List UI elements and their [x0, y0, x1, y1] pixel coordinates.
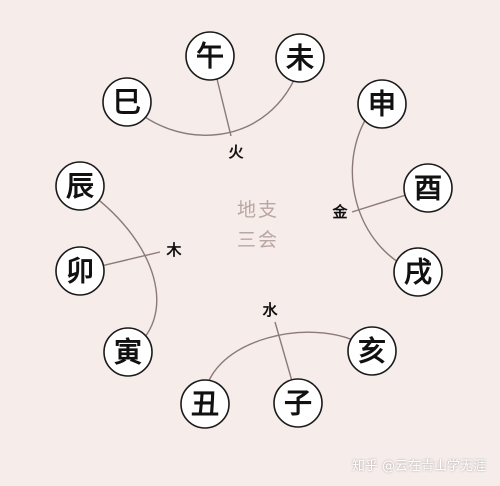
branch-node-chou: 丑	[180, 379, 230, 429]
branch-label-chou: 丑	[191, 388, 219, 421]
branch-label-wu: 午	[196, 40, 224, 73]
fire-label: 火	[228, 143, 244, 161]
branch-label-xu: 戌	[404, 256, 432, 289]
branch-node-mao: 卯	[55, 246, 105, 296]
center-title-line2: 三会	[237, 229, 279, 251]
water-label: 水	[262, 301, 278, 319]
branch-node-si: 巳	[102, 77, 152, 127]
branch-node-chen: 辰	[55, 161, 105, 211]
branch-label-mao: 卯	[66, 255, 94, 288]
branch-label-yin: 寅	[114, 336, 142, 369]
branch-node-wu: 午	[185, 31, 235, 81]
branch-node-shen: 申	[357, 79, 407, 129]
center-title-line1: 地支	[237, 199, 279, 221]
branch-label-hai: 亥	[358, 335, 386, 368]
branch-label-zi: 子	[284, 387, 312, 420]
branch-node-zi: 子	[273, 378, 323, 428]
branch-label-si: 巳	[113, 86, 141, 119]
branch-node-xu: 戌	[393, 247, 443, 297]
branch-node-hai: 亥	[347, 326, 397, 376]
branch-label-chen: 辰	[66, 170, 94, 203]
branch-label-wei: 未	[286, 42, 314, 75]
branch-node-you: 酉	[403, 163, 453, 213]
branch-node-wei: 未	[275, 33, 325, 83]
watermark: 知乎 @云在青山学无涯	[351, 459, 486, 474]
metal-label: 金	[331, 203, 348, 221]
branch-label-you: 酉	[414, 172, 442, 205]
branch-node-yin: 寅	[103, 327, 153, 377]
fire-spoke	[216, 78, 232, 137]
fire-arc	[126, 65, 301, 136]
wood-label: 木	[165, 241, 182, 259]
branch-label-shen: 申	[368, 88, 396, 121]
